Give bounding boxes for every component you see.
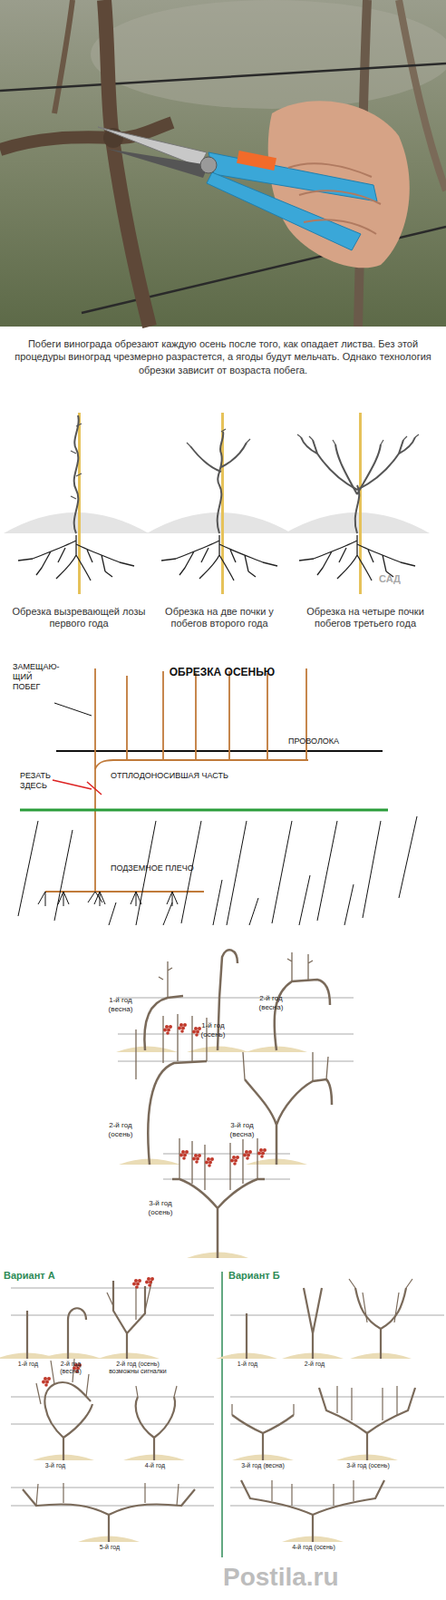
part-label: ПОДЗЕМНОЕ ПЛЕЧО <box>110 862 247 873</box>
stage-label: 3-й год (весна) <box>241 1461 285 1469</box>
logo-watermark: Postila.ru <box>223 1561 405 1592</box>
part-label: РЕЗАТЬ ЗДЕСЬ <box>19 770 64 791</box>
stage-label: 3-й год (весна) <box>223 1120 262 1138</box>
stage-label: 1-й год (весна) <box>101 995 140 1013</box>
caption-text: Обрезка на четыре почки побегов третьего… <box>290 605 441 630</box>
stage-label: 3-й год (осень) <box>346 1461 390 1469</box>
stage-label: 1-й год <box>228 1359 267 1368</box>
stage-label: 1-й год <box>9 1359 48 1368</box>
variant-heading: Вариант А <box>3 1269 104 1281</box>
autumn-pruning-scheme <box>18 668 417 925</box>
stage-label: 4-й год <box>135 1461 175 1469</box>
part-label: ПРОВОЛОКА <box>288 736 370 747</box>
intro-text: Побеги винограда обрезают каждую осень п… <box>9 337 437 377</box>
caption-text: Обрезка вызревающей лозы первого года <box>10 605 147 630</box>
part-label: ЗАМЕЩАЮ- ЩИЙ ПОБЕГ <box>12 661 60 691</box>
stage-label: 2-й год (весна) <box>50 1359 91 1376</box>
variants-drawing <box>0 1270 445 1557</box>
stage-label: 5-й год <box>90 1542 129 1551</box>
pruning-photo <box>0 0 446 327</box>
stage-label: 4-й год (осень) <box>290 1542 338 1551</box>
stage-label: 2-й год <box>295 1359 334 1368</box>
caption-text: Обрезка на две почки у побегов второго г… <box>150 605 289 630</box>
first-years-drawing <box>3 412 430 594</box>
part-label: ОТПЛОДОНОСИВШАЯ ЧАСТЬ <box>110 770 283 781</box>
stage-label: 3-й год <box>36 1461 75 1469</box>
year-stages-drawing <box>116 949 354 1258</box>
stage-label: 2-й год (осень) <box>101 1120 140 1138</box>
stage-label: 2-й год (весна) <box>252 993 291 1011</box>
variant-heading: Вариант Б <box>228 1269 329 1281</box>
stage-label: 2-й год (осень) возможны сигналки <box>101 1359 175 1376</box>
stage-label: 1-й год (осень) <box>193 1020 233 1038</box>
watermark: САД <box>378 572 416 585</box>
section-heading: ОБРЕЗКА ОСЕНЬЮ <box>135 665 309 679</box>
stage-label: 3-й год (осень) <box>141 1198 180 1216</box>
